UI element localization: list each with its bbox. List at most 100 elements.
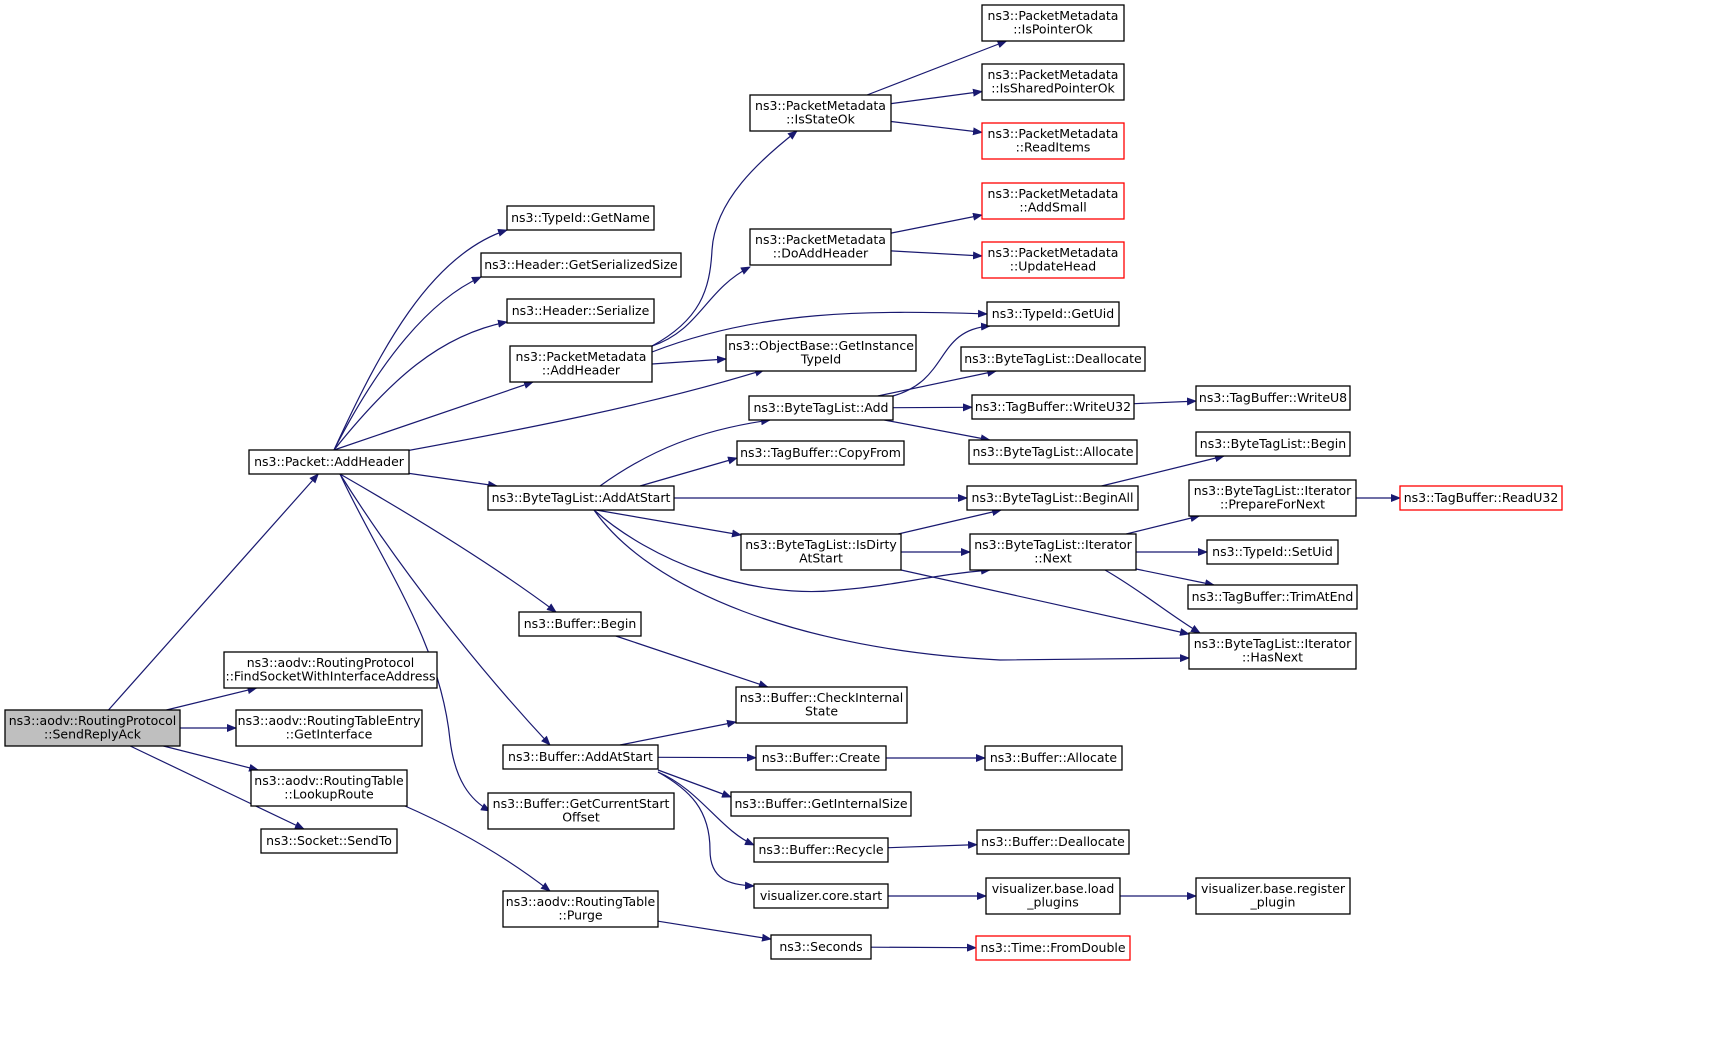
edge-packet_addheader-to-btl_addatstart	[408, 472, 498, 489]
edge-btl_isdirtyatstart-to-btli_hasnext	[900, 569, 1190, 636]
node-pm-updatehead[interactable]: ns3::PacketMetadata::UpdateHead	[981, 241, 1125, 279]
edge-rt_lookuproute-to-rt_purge	[404, 805, 551, 892]
edge-btl_addatstart-to-tb_copyfrom	[639, 456, 738, 487]
node-buffer-recycle[interactable]: ns3::Buffer::Recycle	[753, 837, 889, 863]
node-tb-copyfrom[interactable]: ns3::TagBuffer::CopyFrom	[736, 440, 905, 466]
node-box	[984, 745, 1123, 771]
node-pm-addheader[interactable]: ns3::PacketMetadata::AddHeader	[509, 345, 653, 383]
node-pm-addsmall[interactable]: ns3::PacketMetadata::AddSmall	[981, 182, 1125, 220]
edge-buffer_addatstart-to-viz_core_start	[657, 771, 755, 890]
node-label-line: ns3::aodv::RoutingTable	[254, 773, 404, 788]
node-label-line: visualizer.base.load	[992, 881, 1115, 896]
node-buffer-deallocate[interactable]: ns3::Buffer::Deallocate	[976, 829, 1130, 855]
node-root[interactable]: ns3::aodv::RoutingProtocol::SendReplyAck	[4, 709, 181, 747]
edge-pm_addheader-to-pm_isstateok	[651, 130, 798, 347]
node-pm-issharedpointerok[interactable]: ns3::PacketMetadata::IsSharedPointerOk	[981, 63, 1125, 101]
node-label-line: ns3::Time::FromDouble	[980, 940, 1125, 955]
node-label-line: ns3::TagBuffer::WriteU8	[1199, 390, 1347, 405]
node-label-line: ns3::TypeId::GetUid	[992, 306, 1114, 321]
node-box	[1195, 877, 1351, 915]
edge-packet_addheader-to-ob_getinstancetypeid	[399, 368, 765, 453]
node-label-line: ns3::ObjectBase::GetInstance	[728, 338, 914, 353]
node-tb-writeu32[interactable]: ns3::TagBuffer::WriteU32	[971, 394, 1135, 420]
node-box	[975, 935, 1131, 961]
node-btl-add[interactable]: ns3::ByteTagList::Add	[748, 395, 894, 421]
node-tb-readu32[interactable]: ns3::TagBuffer::ReadU32	[1399, 485, 1563, 511]
node-box	[509, 345, 653, 383]
node-box	[981, 4, 1125, 42]
node-typeid-setuid[interactable]: ns3::TypeId::SetUid	[1206, 539, 1339, 565]
node-buffer-getinternalsize[interactable]: ns3::Buffer::GetInternalSize	[730, 791, 912, 817]
node-ns3-seconds[interactable]: ns3::Seconds	[770, 934, 872, 960]
node-layer: ns3::aodv::RoutingProtocol::SendReplyAck…	[4, 4, 1563, 961]
node-rt-lookuproute[interactable]: ns3::aodv::RoutingTable::LookupRoute	[250, 769, 408, 807]
node-box	[480, 252, 682, 278]
node-label-line: ns3::ByteTagList::IsDirty	[745, 537, 897, 552]
edge-packet_addheader-to-typeid_getname	[333, 228, 508, 451]
node-box	[730, 791, 912, 817]
node-pm-ispointerok[interactable]: ns3::PacketMetadata::IsPointerOk	[981, 4, 1125, 42]
node-label-line: ns3::TagBuffer::WriteU32	[975, 399, 1131, 414]
edge-pm_isstateok-to-pm_issharedpointerok	[890, 88, 983, 105]
node-buffer-create[interactable]: ns3::Buffer::Create	[755, 745, 887, 771]
node-box	[518, 611, 642, 637]
node-pm-isstateok[interactable]: ns3::PacketMetadata::IsStateOk	[749, 94, 892, 132]
node-buffer-allocate[interactable]: ns3::Buffer::Allocate	[984, 745, 1123, 771]
node-pm-readitems[interactable]: ns3::PacketMetadata::ReadItems	[981, 122, 1125, 160]
node-buffer-begin[interactable]: ns3::Buffer::Begin	[518, 611, 642, 637]
node-label-line: Offset	[562, 810, 600, 825]
node-time-fromdouble[interactable]: ns3::Time::FromDouble	[975, 935, 1131, 961]
edge-btli_next-to-btli_hasnext	[1104, 569, 1201, 634]
node-typeid-getuid[interactable]: ns3::TypeId::GetUid	[986, 301, 1120, 327]
node-btli-hasnext[interactable]: ns3::ByteTagList::Iterator::HasNext	[1188, 632, 1357, 670]
node-box	[250, 769, 408, 807]
edge-btl_add-to-btl_allocate	[884, 419, 991, 443]
node-viz-base-loadplugins[interactable]: visualizer.base.load_plugins	[985, 877, 1121, 915]
node-label-line: _plugin	[1250, 895, 1296, 910]
node-box	[235, 709, 423, 747]
node-btl-allocate[interactable]: ns3::ByteTagList::Allocate	[968, 439, 1138, 465]
node-header-serialize[interactable]: ns3::Header::Serialize	[506, 298, 655, 324]
node-btli-preparefornext[interactable]: ns3::ByteTagList::Iterator::PrepareForNe…	[1188, 479, 1357, 517]
node-label-line: ns3::Header::Serialize	[512, 303, 650, 318]
edge-packet_addheader-to-buffer_begin	[339, 473, 557, 613]
node-typeid-getname[interactable]: ns3::TypeId::GetName	[506, 205, 655, 231]
edge-btli_next-to-btli_preparefornext	[1126, 514, 1201, 535]
node-rt-purge[interactable]: ns3::aodv::RoutingTable::Purge	[502, 890, 659, 928]
edge-root-to-findsocket	[166, 686, 258, 711]
node-btli-next[interactable]: ns3::ByteTagList::Iterator::Next	[969, 533, 1137, 571]
node-label-line: ns3::TagBuffer::TrimAtEnd	[1192, 589, 1354, 604]
node-box	[971, 394, 1135, 420]
node-box	[966, 485, 1139, 511]
node-btl-beginall[interactable]: ns3::ByteTagList::BeginAll	[966, 485, 1139, 511]
node-tb-writeu8[interactable]: ns3::TagBuffer::WriteU8	[1195, 385, 1351, 411]
node-btl-addatstart[interactable]: ns3::ByteTagList::AddAtStart	[487, 485, 675, 511]
node-pm-doaddheader[interactable]: ns3::PacketMetadata::DoAddHeader	[749, 228, 892, 266]
node-label-line: ns3::ByteTagList::AddAtStart	[492, 490, 671, 505]
node-viz-base-registerplugin[interactable]: visualizer.base.register_plugin	[1195, 877, 1351, 915]
node-label-line: ns3::PacketMetadata	[755, 232, 886, 247]
edge-pm_doaddheader-to-pm_updatehead	[890, 250, 983, 260]
node-tb-trimatend[interactable]: ns3::TagBuffer::TrimAtEnd	[1187, 584, 1358, 610]
node-box	[725, 334, 917, 372]
node-socket-sendto[interactable]: ns3::Socket::SendTo	[260, 828, 398, 854]
node-findsocket[interactable]: ns3::aodv::RoutingProtocol::FindSocketWi…	[223, 651, 438, 689]
edge-root-to-rt_lookuproute	[163, 745, 260, 772]
node-packet-addheader[interactable]: ns3::Packet::AddHeader	[248, 449, 410, 475]
node-rte-getinterface[interactable]: ns3::aodv::RoutingTableEntry::GetInterfa…	[235, 709, 423, 747]
node-btl-deallocate[interactable]: ns3::ByteTagList::Deallocate	[960, 346, 1146, 372]
node-btl-begin[interactable]: ns3::ByteTagList::Begin	[1195, 431, 1351, 457]
node-label-line: ::SendReplyAck	[44, 727, 142, 742]
node-buffer-addatstart[interactable]: ns3::Buffer::AddAtStart	[502, 744, 659, 770]
node-box	[749, 94, 892, 132]
node-viz-core-start[interactable]: visualizer.core.start	[753, 883, 889, 909]
node-header-getsersize[interactable]: ns3::Header::GetSerializedSize	[480, 252, 682, 278]
node-label-line: ns3::aodv::RoutingTableEntry	[238, 713, 421, 728]
node-label-line: ns3::Seconds	[779, 939, 862, 954]
edge-tb_writeu32-to-tb_writeu8	[1133, 397, 1197, 406]
